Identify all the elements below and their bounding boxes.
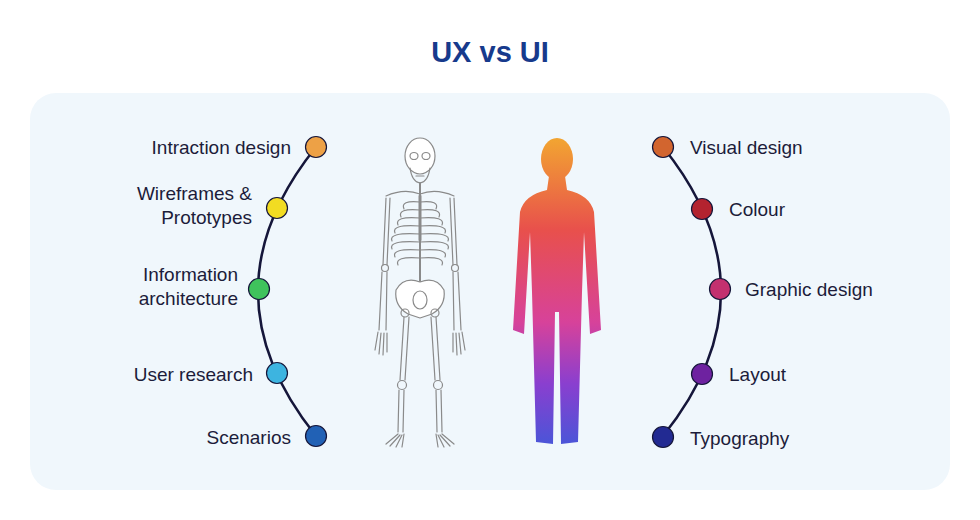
ux-skill-label: User research xyxy=(134,363,253,387)
rib xyxy=(403,202,436,209)
ux-dots xyxy=(249,137,327,447)
human-silhouette xyxy=(513,138,601,444)
ui-skill-label: Colour xyxy=(729,198,785,222)
ux-skill-label: Wireframes & Prototypes xyxy=(112,182,252,230)
ux-skill-label: Scenarios xyxy=(207,426,292,450)
rib xyxy=(397,258,442,265)
rib xyxy=(400,210,439,217)
rib xyxy=(392,234,449,241)
rib xyxy=(392,242,449,249)
ui-skill-label: Visual design xyxy=(690,136,803,160)
ui-dots xyxy=(653,137,731,448)
panel xyxy=(30,93,950,490)
rib xyxy=(395,226,446,233)
rib xyxy=(397,218,442,225)
ui-skill-label: Layout xyxy=(729,363,786,387)
ui-skill-label: Typography xyxy=(690,427,789,451)
ux-skill-label: Information architecture xyxy=(108,263,238,311)
rib xyxy=(395,250,446,257)
ui-skill-label: Graphic design xyxy=(745,278,873,302)
skeleton xyxy=(375,138,465,447)
diagram-title: UX vs UI xyxy=(0,36,980,69)
ux-skill-label: Intraction design xyxy=(152,136,291,160)
